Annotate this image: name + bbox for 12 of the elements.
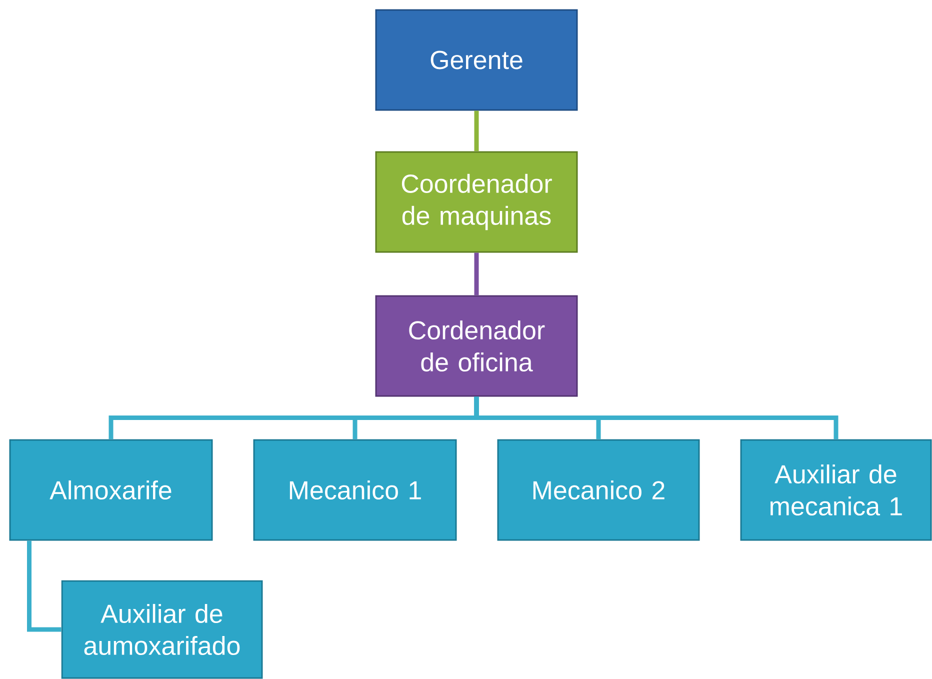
org-box: Gerente	[375, 9, 578, 111]
org-box: Auxiliar de mecanica 1	[740, 439, 932, 541]
org-box: Auxiliar de aumoxarifado	[61, 580, 263, 679]
connector-line	[474, 110, 479, 152]
org-box: Cordenador de oficina	[375, 295, 578, 397]
connector-line	[474, 396, 838, 440]
org-box: Coordenador de maquinas	[375, 151, 578, 253]
org-box: Mecanico 1	[253, 439, 457, 541]
connector-line	[474, 252, 479, 296]
org-box: Almoxarife	[9, 439, 213, 541]
connector-line	[27, 540, 62, 632]
org-box: Mecanico 2	[497, 439, 700, 541]
